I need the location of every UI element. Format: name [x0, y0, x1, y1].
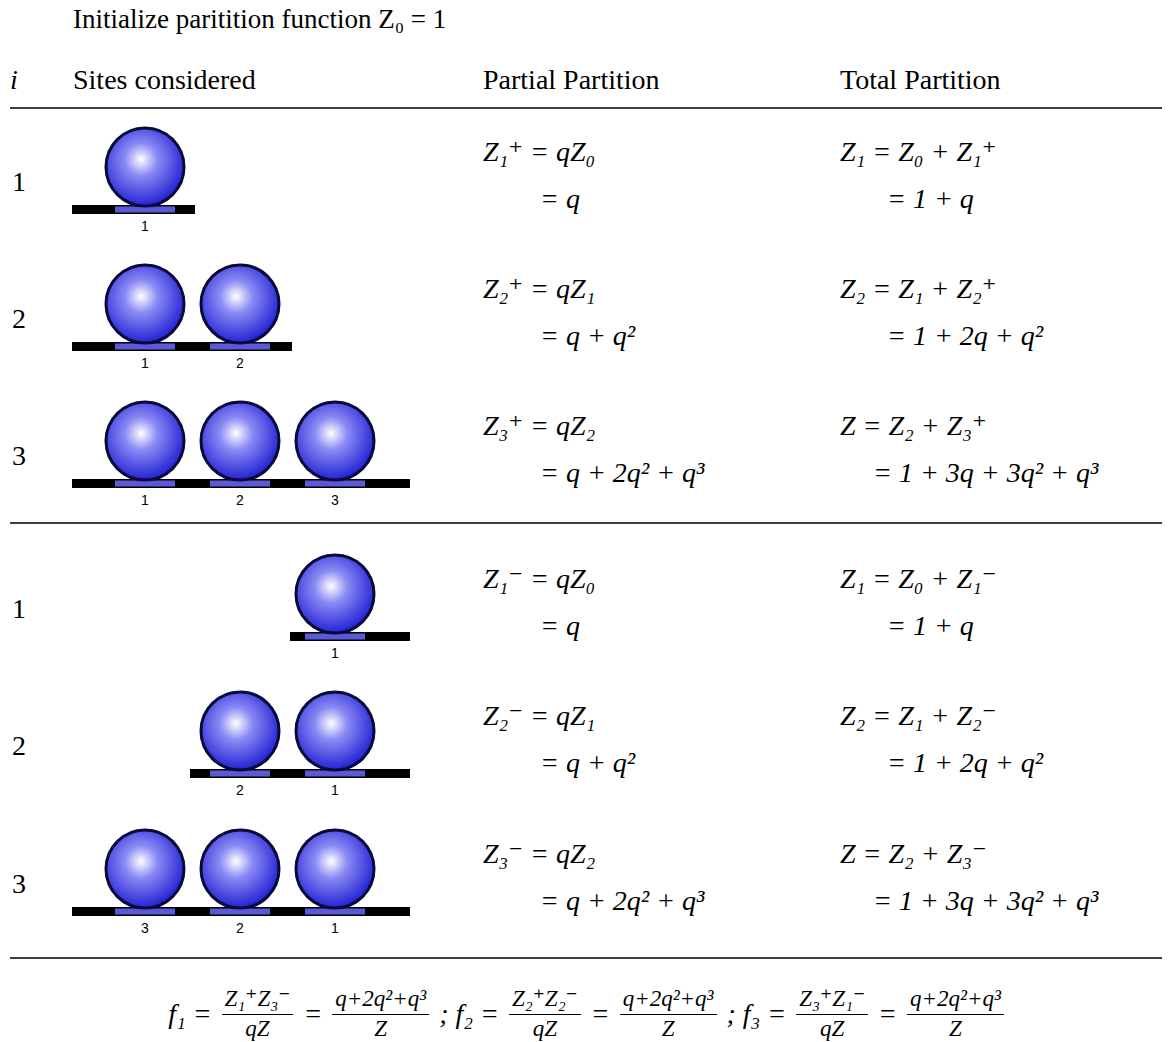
- fraction-denominator: qZ: [245, 1015, 269, 1041]
- table-cell: Z₃⁺ = qZ₂: [483, 412, 595, 440]
- site-number: 1: [141, 356, 149, 370]
- table-cell: = 1 + 3q + 3q² + q³: [873, 459, 1098, 487]
- site-number: 1: [331, 646, 339, 660]
- row-index: 2: [12, 732, 26, 760]
- lattice-bar: [190, 769, 410, 778]
- fraction: q+2q²+q³Z: [332, 987, 429, 1040]
- particle-ball: [201, 402, 279, 480]
- table-cell: = 1 + 2q + q²: [887, 322, 1043, 350]
- particle-ball: [106, 830, 184, 908]
- formula-text: =: [303, 1000, 322, 1028]
- table-cell: = q + q²: [540, 322, 635, 350]
- row-index: 3: [12, 442, 26, 470]
- fraction-numerator: Z₃⁺Z₁⁻: [796, 987, 868, 1014]
- column-header: Partial Partition: [483, 66, 660, 94]
- fraction-denominator: Z: [662, 1015, 675, 1041]
- site-row: [190, 692, 410, 778]
- table-cell: Z₁⁻ = qZ₀: [483, 565, 595, 593]
- table-cell: Z = Z₂ + Z₃⁻: [840, 840, 987, 868]
- site-row: [72, 265, 292, 351]
- site-number: 3: [141, 921, 149, 935]
- site-row: [72, 402, 410, 488]
- particle-ball: [201, 265, 279, 343]
- site-number: 3: [331, 493, 339, 507]
- formula-text: f₁ =: [168, 1000, 211, 1028]
- column-header: i: [10, 66, 18, 94]
- fraction-denominator: qZ: [533, 1015, 557, 1041]
- row-index: 1: [12, 595, 26, 623]
- column-header: Sites considered: [73, 66, 256, 94]
- table-cell: Z₃⁻ = qZ₂: [483, 840, 595, 868]
- table-cell: Z₁⁺ = qZ₀: [483, 138, 595, 166]
- fraction-numerator: Z₁⁺Z₃⁻: [222, 987, 294, 1014]
- particle-ball: [296, 402, 374, 480]
- fraction: Z₂⁺Z₂⁻qZ: [509, 987, 581, 1040]
- table-cell: = q: [540, 612, 580, 640]
- formula-text: ; f₃ =: [727, 1000, 787, 1028]
- table-title: Initialize paritition function Z₀ = 1: [73, 6, 446, 33]
- particle-ball: [296, 555, 374, 633]
- table-cell: = q + 2q² + q³: [540, 459, 704, 487]
- table-cell: = q + 2q² + q³: [540, 887, 704, 915]
- fraction-denominator: Z: [374, 1015, 387, 1041]
- site-number: 2: [236, 921, 244, 935]
- row-index: 3: [12, 870, 26, 898]
- site-row: [72, 128, 195, 214]
- table-cell: Z₂⁺ = qZ₁: [483, 275, 595, 303]
- site-number: 1: [141, 219, 149, 233]
- particle-ball: [201, 830, 279, 908]
- formula-line: f₁ =Z₁⁺Z₃⁻qZ=q+2q²+q³Z; f₂ =Z₂⁺Z₂⁻qZ=q+2…: [8, 982, 1164, 1042]
- fraction-numerator: q+2q²+q³: [907, 987, 1004, 1014]
- particle-ball: [106, 128, 184, 206]
- site-row: [72, 830, 410, 916]
- fraction-denominator: Z: [949, 1015, 962, 1041]
- fraction: q+2q²+q³Z: [620, 987, 717, 1040]
- particle-ball: [106, 265, 184, 343]
- table-cell: Z₂ = Z₁ + Z₂⁻: [840, 702, 997, 730]
- table-cell: Z₂⁻ = qZ₁: [483, 702, 595, 730]
- table-rule: [10, 957, 1162, 959]
- table-cell: = q + q²: [540, 749, 635, 777]
- table-cell: Z₁ = Z₀ + Z₁⁻: [840, 565, 997, 593]
- table-cell: = 1 + q: [887, 185, 974, 213]
- ball-group: [72, 128, 410, 916]
- particle-ball: [106, 402, 184, 480]
- site-number: 1: [331, 921, 339, 935]
- site-number: 2: [236, 493, 244, 507]
- row-index: 2: [12, 305, 26, 333]
- site-row: [290, 555, 410, 641]
- formula-text: ; f₂ =: [439, 1000, 499, 1028]
- fraction: Z₁⁺Z₃⁻qZ: [222, 987, 294, 1040]
- particle-ball: [296, 830, 374, 908]
- table-rule: [10, 522, 1162, 524]
- lattice-bar: [72, 205, 195, 214]
- table-cell: = 1 + q: [887, 612, 974, 640]
- table-cell: = q: [540, 185, 580, 213]
- site-number: 1: [331, 783, 339, 797]
- site-number: 2: [236, 783, 244, 797]
- fraction-denominator: qZ: [820, 1015, 844, 1041]
- table-cell: = 1 + 3q + 3q² + q³: [873, 887, 1098, 915]
- fraction-numerator: q+2q²+q³: [332, 987, 429, 1014]
- formula-text: =: [878, 1000, 897, 1028]
- fraction-numerator: q+2q²+q³: [620, 987, 717, 1014]
- lattice-bar: [72, 342, 292, 351]
- particle-ball: [296, 692, 374, 770]
- site-number: 2: [236, 356, 244, 370]
- lattice-bar: [290, 632, 410, 641]
- column-header: Total Partition: [840, 66, 1001, 94]
- table-rule: [10, 107, 1162, 109]
- fraction: q+2q²+q³Z: [907, 987, 1004, 1040]
- fraction-numerator: Z₂⁺Z₂⁻: [509, 987, 581, 1014]
- fraction: Z₃⁺Z₁⁻qZ: [796, 987, 868, 1040]
- row-index: 1: [12, 168, 26, 196]
- site-number: 1: [141, 493, 149, 507]
- table-cell: Z₁ = Z₀ + Z₁⁺: [840, 138, 997, 166]
- particle-ball: [201, 692, 279, 770]
- formula-text: =: [591, 1000, 610, 1028]
- table-cell: Z = Z₂ + Z₃⁺: [840, 412, 987, 440]
- table-cell: = 1 + 2q + q²: [887, 749, 1043, 777]
- table-cell: Z₂ = Z₁ + Z₂⁺: [840, 275, 997, 303]
